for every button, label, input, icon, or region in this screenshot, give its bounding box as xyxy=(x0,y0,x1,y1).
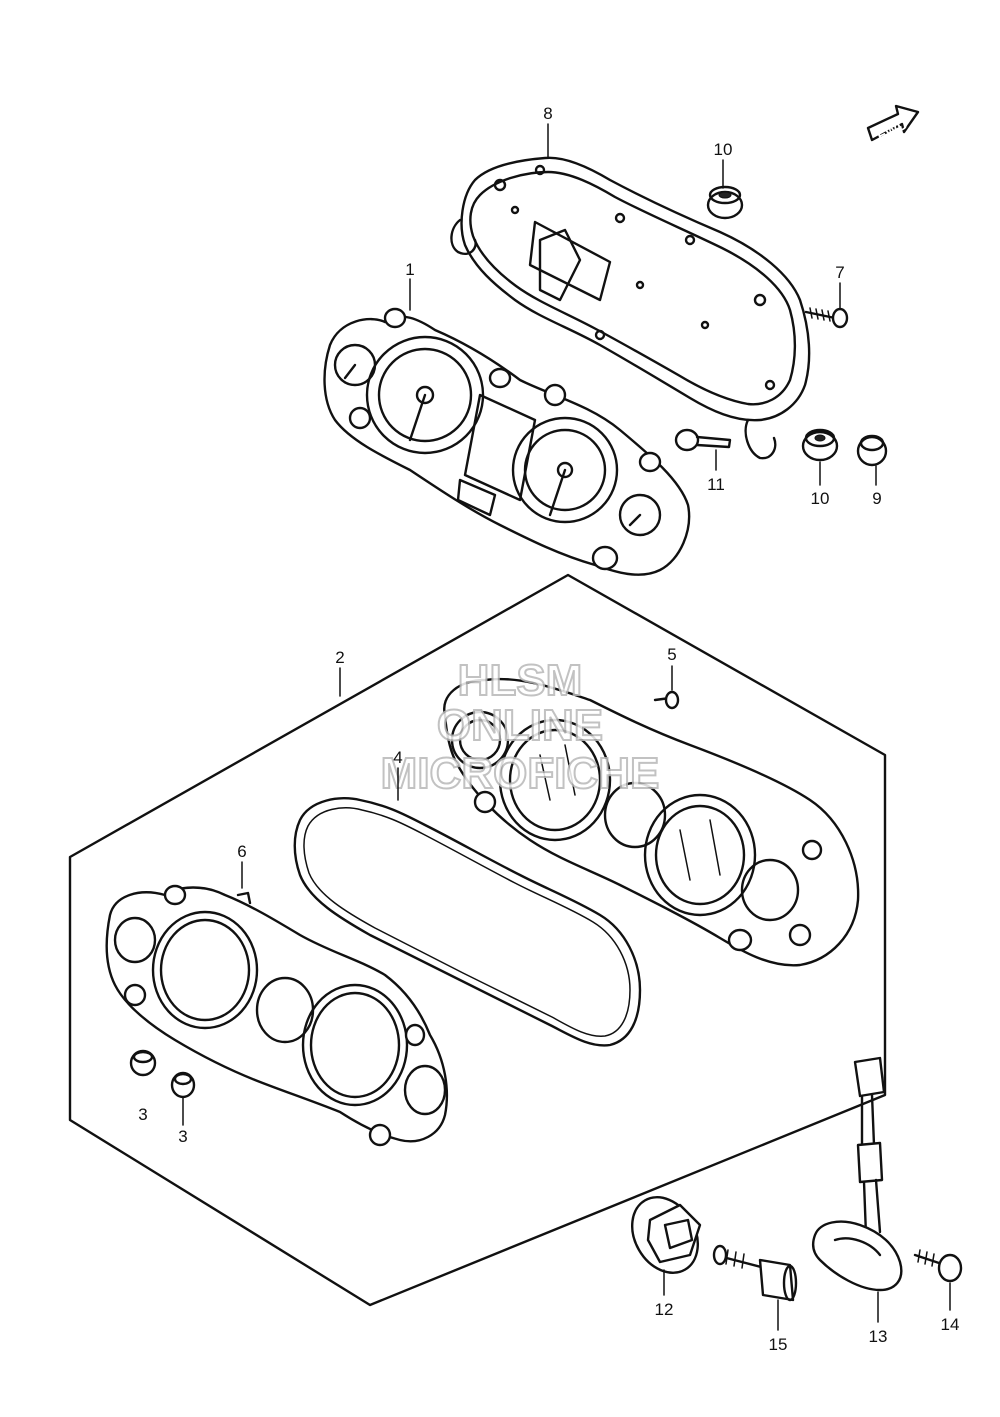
label-7: 7 xyxy=(835,263,844,282)
cushion-3a xyxy=(129,1049,157,1077)
cushion-3b xyxy=(170,1071,196,1099)
label-12: 12 xyxy=(655,1300,674,1319)
label-3b: 3 xyxy=(178,1127,187,1146)
screw-7 xyxy=(804,307,849,329)
label-11: 11 xyxy=(707,475,725,494)
watermark: HLSM ONLINE MICROFICHE xyxy=(380,655,661,799)
label-2: 2 xyxy=(335,648,344,667)
watermark-line-2: ONLINE xyxy=(437,701,603,750)
grommet-upper xyxy=(706,185,744,220)
bolt-15 xyxy=(712,1244,798,1302)
label-4: 4 xyxy=(393,748,402,767)
label-6: 6 xyxy=(237,842,246,861)
label-14: 14 xyxy=(941,1315,960,1334)
fwd-label: FWD xyxy=(874,116,910,144)
grommet-lower xyxy=(801,428,839,462)
label-5: 5 xyxy=(667,645,676,664)
label-13: 13 xyxy=(869,1327,888,1346)
meter-rear-case xyxy=(450,156,811,460)
bolt-14 xyxy=(913,1249,963,1283)
meter-front-bezel xyxy=(443,677,860,967)
label-15: 15 xyxy=(769,1335,788,1354)
label-8: 8 xyxy=(543,104,552,123)
sensor-rotor-12 xyxy=(631,1196,702,1274)
meter-assembly xyxy=(323,307,691,576)
label-3a: 3 xyxy=(138,1105,147,1124)
watermark-line-1: HLSM xyxy=(458,656,583,705)
screw-5 xyxy=(653,690,680,710)
watermark-line-3: MICROFICHE xyxy=(381,749,660,798)
label-10a: 10 xyxy=(714,140,733,159)
fwd-arrow-icon: FWD xyxy=(866,104,920,144)
label-10b: 10 xyxy=(811,489,830,508)
gasket-4 xyxy=(293,797,642,1047)
bolt-11 xyxy=(674,428,732,452)
meter-ring-panel-6 xyxy=(105,884,449,1147)
spacer-9 xyxy=(856,434,888,467)
label-1: 1 xyxy=(405,260,414,279)
kit-boundary-outline xyxy=(68,573,887,1307)
speed-sensor-13 xyxy=(811,1056,903,1292)
label-9: 9 xyxy=(872,489,881,508)
